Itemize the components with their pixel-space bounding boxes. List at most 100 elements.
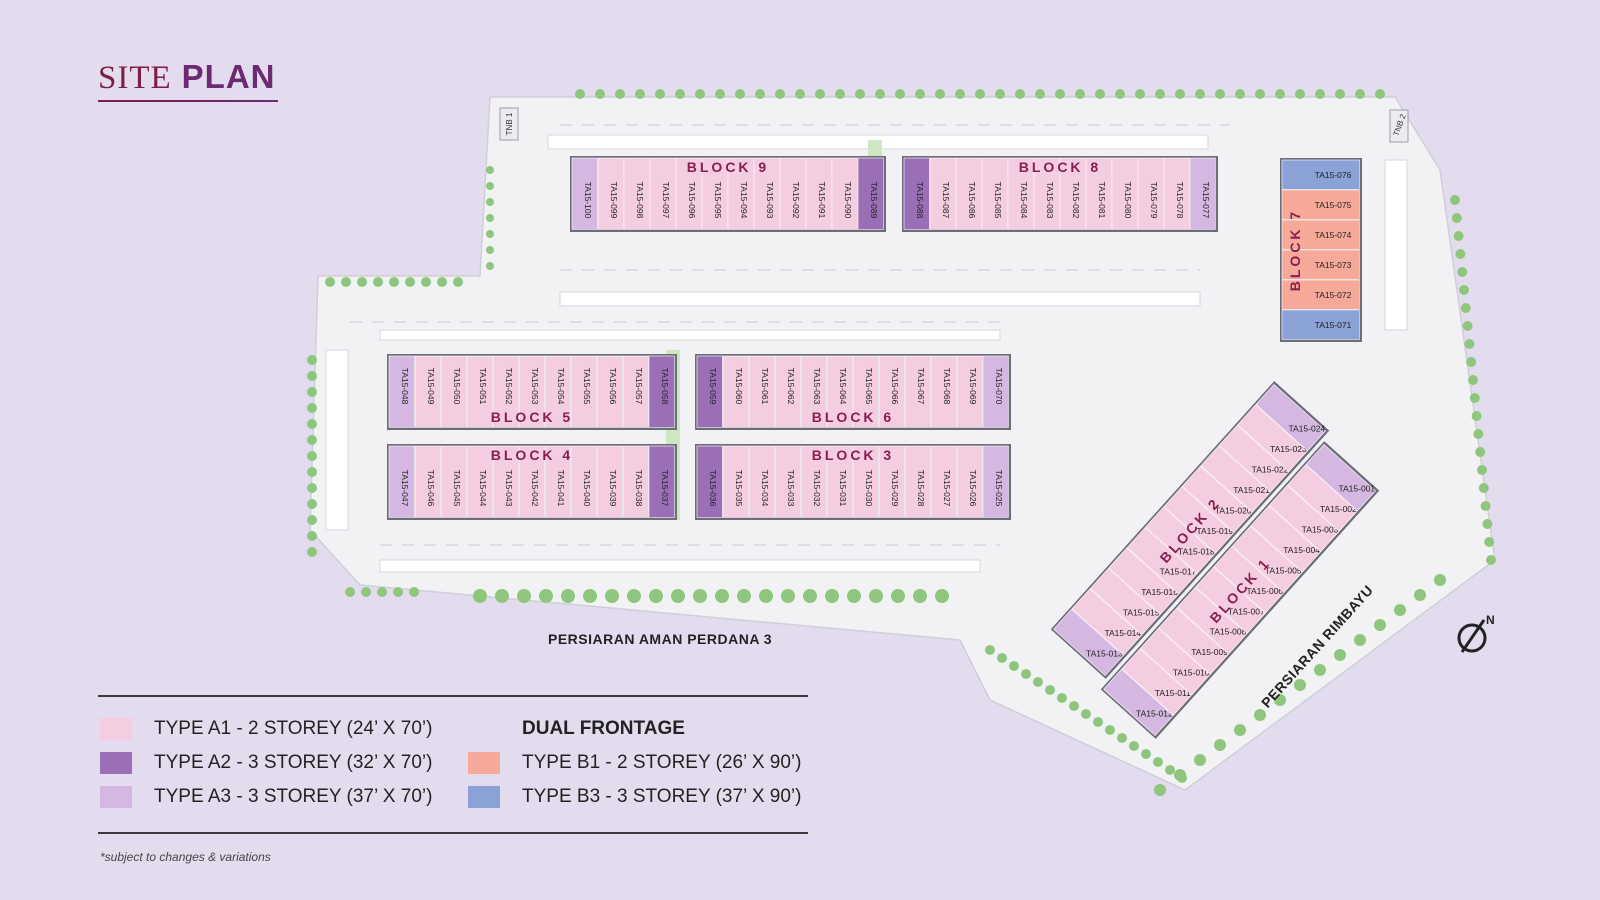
unit-plot[interactable] [800, 445, 827, 518]
unit-plot[interactable] [1268, 484, 1340, 553]
unit-plot[interactable] [544, 355, 571, 428]
unit-plot[interactable] [1281, 189, 1360, 220]
unit-plot[interactable] [518, 355, 545, 428]
unit-plot[interactable] [388, 445, 415, 518]
unit-plot[interactable] [696, 445, 723, 518]
unit-plot[interactable] [852, 445, 879, 518]
unit-plot[interactable] [774, 445, 801, 518]
unit-plot[interactable] [1305, 443, 1376, 512]
unit-plot[interactable] [701, 157, 728, 230]
unit-plot[interactable] [800, 355, 827, 428]
unit-plot[interactable] [1163, 486, 1234, 554]
unit-plot[interactable] [597, 157, 624, 230]
unit-plot[interactable] [440, 355, 467, 428]
unit-plot[interactable] [518, 445, 545, 518]
unit-plot[interactable] [878, 445, 905, 518]
unit-plot[interactable] [748, 355, 775, 428]
unit-plot[interactable] [1163, 157, 1190, 230]
unit-plot[interactable] [1085, 157, 1112, 230]
unit-plot[interactable] [1108, 547, 1179, 615]
unit-plot[interactable] [1281, 219, 1360, 250]
unit-plot[interactable] [722, 355, 749, 428]
unit-plot[interactable] [1139, 627, 1211, 696]
unit-plot[interactable] [982, 355, 1009, 428]
unit-plot[interactable] [929, 157, 956, 230]
unit-plot[interactable] [1121, 648, 1192, 716]
unit-plot[interactable] [649, 157, 676, 230]
unit-plot[interactable] [1181, 465, 1253, 534]
unit-plot[interactable] [570, 355, 597, 428]
unit-plot[interactable] [1145, 506, 1216, 574]
unit-plot[interactable] [753, 157, 780, 230]
unit-plot[interactable] [1137, 157, 1164, 230]
unit-plot[interactable] [1281, 279, 1360, 310]
unit-plot[interactable] [1059, 157, 1086, 230]
unit-plot[interactable] [544, 445, 571, 518]
unit-plot[interactable] [1071, 588, 1142, 656]
unit-plot[interactable] [466, 445, 493, 518]
unit-plot[interactable] [956, 445, 983, 518]
unit-plot[interactable] [903, 157, 930, 230]
unit-plot[interactable] [648, 355, 675, 428]
unit-plot[interactable] [1189, 157, 1216, 230]
unit-plot[interactable] [930, 445, 957, 518]
unit-plot[interactable] [1103, 668, 1174, 737]
unit-plot[interactable] [596, 445, 623, 518]
unit-plot[interactable] [1007, 157, 1034, 230]
unit-plot[interactable] [596, 355, 623, 428]
unit-plot[interactable] [779, 157, 806, 230]
unit-plot[interactable] [852, 355, 879, 428]
unit-plot[interactable] [955, 157, 982, 230]
unit-plot[interactable] [956, 355, 983, 428]
unit-plot[interactable] [696, 355, 723, 428]
unit-plot[interactable] [622, 355, 649, 428]
unit-plot[interactable] [857, 157, 884, 230]
unit-plot[interactable] [826, 445, 853, 518]
unit-plot[interactable] [1287, 464, 1358, 532]
unit-plot[interactable] [1176, 587, 1248, 655]
unit-plot[interactable] [1195, 566, 1266, 634]
unit-plot[interactable] [570, 445, 597, 518]
unit-plot[interactable] [982, 445, 1009, 518]
unit-plot[interactable] [648, 445, 675, 518]
unit-plot[interactable] [1053, 608, 1124, 677]
unit-plot[interactable] [1111, 157, 1138, 230]
unit-plot[interactable] [623, 157, 650, 230]
unit-plot[interactable] [440, 445, 467, 518]
unit-plot[interactable] [1281, 159, 1360, 190]
unit-plot[interactable] [1126, 527, 1198, 595]
unit-plot[interactable] [826, 355, 853, 428]
unit-plot[interactable] [722, 445, 749, 518]
unit-plot[interactable] [414, 355, 441, 428]
unit-plot[interactable] [388, 355, 415, 428]
unit-plot[interactable] [774, 355, 801, 428]
unit-plot[interactable] [1281, 309, 1360, 340]
unit-plot[interactable] [466, 355, 493, 428]
unit-plot[interactable] [1255, 383, 1326, 452]
unit-plot[interactable] [878, 355, 905, 428]
unit-plot[interactable] [1281, 249, 1360, 280]
unit-plot[interactable] [930, 355, 957, 428]
unit-plot[interactable] [1237, 404, 1308, 472]
unit-plot[interactable] [748, 445, 775, 518]
unit-plot[interactable] [981, 157, 1008, 230]
unit-plot[interactable] [1218, 424, 1290, 493]
unit-plot[interactable] [831, 157, 858, 230]
unit-plot[interactable] [622, 445, 649, 518]
unit-plot[interactable] [1200, 445, 1271, 513]
unit-plot[interactable] [492, 355, 519, 428]
unit-plot[interactable] [904, 445, 931, 518]
unit-plot[interactable] [1213, 546, 1284, 614]
unit-plot[interactable] [904, 355, 931, 428]
unit-plot[interactable] [805, 157, 832, 230]
unit-plot[interactable] [675, 157, 702, 230]
unit-plot[interactable] [727, 157, 754, 230]
unit-plot[interactable] [1250, 505, 1321, 573]
unit-plot[interactable] [1089, 567, 1161, 636]
unit-plot[interactable] [571, 157, 598, 230]
unit-plot[interactable] [1158, 607, 1229, 675]
unit-plot[interactable] [492, 445, 519, 518]
unit-plot[interactable] [414, 445, 441, 518]
unit-plot[interactable] [1033, 157, 1060, 230]
unit-plot[interactable] [1231, 525, 1303, 594]
